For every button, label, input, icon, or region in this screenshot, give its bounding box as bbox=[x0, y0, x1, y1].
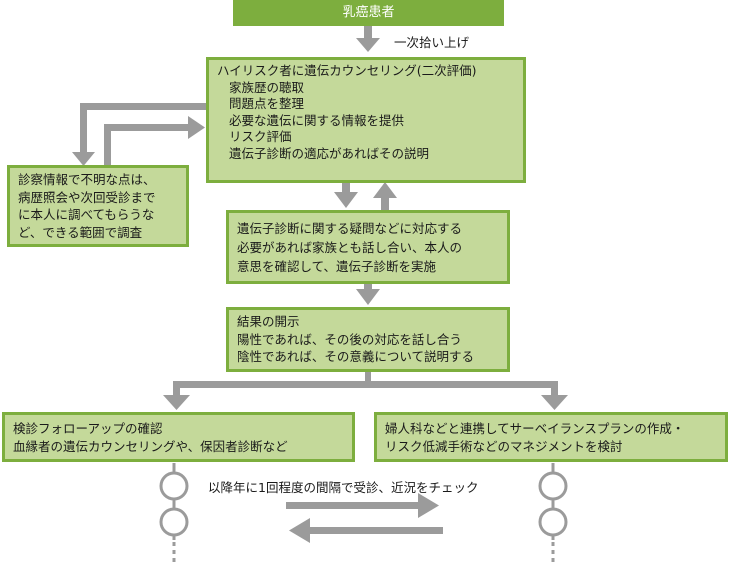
arrow-side-to-highrisk-v bbox=[104, 124, 111, 165]
timeline-right-node-1 bbox=[538, 471, 568, 501]
first-pick-label: 一次拾い上げ bbox=[394, 35, 470, 50]
genetic-test-line: 意思を確認して、遺伝子診断を実施 bbox=[237, 259, 437, 274]
positive-branch-box: 婦人科などと連携してサーベイランスプランの作成・ リスク低減手術などのマネジメン… bbox=[374, 412, 728, 462]
high-risk-item: 遺伝子診断の適応があればその説明 bbox=[229, 145, 430, 161]
side-line: 診察情報で不明な点は、 bbox=[18, 172, 156, 187]
timeline-left-node-2 bbox=[159, 507, 189, 537]
timeline-right-node-2 bbox=[538, 507, 568, 537]
followup-arrow-right-shaft bbox=[286, 502, 421, 509]
negative-branch-line: 血縁者の遺伝カウンセリングや、保因者診断など bbox=[13, 439, 288, 454]
arrow-highrisk-to-test-head bbox=[334, 192, 358, 208]
genetic-test-box: 遺伝子診断に関する疑問などに対応する 必要があれば家族とも話し合い、本人の 意思… bbox=[226, 210, 510, 284]
followup-label: 以降年に1回程度の間隔で受診、近況をチェック bbox=[208, 480, 479, 495]
result-line: 陽性であれば、その後の対応を話し合う bbox=[237, 331, 462, 347]
result-line: 結果の開示 bbox=[237, 314, 300, 329]
branch-right-head bbox=[541, 395, 568, 410]
followup-arrow-left-head bbox=[289, 518, 310, 543]
arrow-start-to-highrisk-head bbox=[356, 38, 380, 52]
high-risk-title: ハイリスク者に遺伝カウンセリング(二次評価) bbox=[217, 63, 477, 78]
arrow-start-to-highrisk-shaft bbox=[364, 26, 372, 40]
arrow-highrisk-to-test-shaft bbox=[342, 182, 350, 194]
negative-branch-line: 検診フォローアップの確認 bbox=[13, 421, 163, 436]
positive-branch-line: 婦人科などと連携してサーベイランスプランの作成・ bbox=[385, 421, 685, 436]
high-risk-item: リスク評価 bbox=[229, 129, 292, 144]
branch-right-drop bbox=[551, 381, 558, 399]
side-investigation-box: 診察情報で不明な点は、 病歴照会や次回受診まで に本人に調べてもらうな ど、でき… bbox=[7, 165, 189, 247]
arrow-test-to-highrisk-shaft bbox=[381, 196, 389, 210]
arrow-highrisk-to-side-v bbox=[80, 103, 87, 156]
genetic-test-line: 遺伝子診断に関する疑問などに対応する bbox=[237, 221, 463, 236]
arrow-test-to-result-head bbox=[356, 289, 380, 305]
arrow-side-to-highrisk-h bbox=[104, 124, 192, 131]
followup-arrow-right-head bbox=[418, 493, 439, 518]
side-line: ど、できる範囲で調査 bbox=[18, 224, 143, 240]
arrow-highrisk-to-side-h bbox=[80, 103, 207, 110]
side-line: に本人に調べてもらうな bbox=[18, 207, 155, 222]
high-risk-item: 家族歴の聴取 bbox=[229, 79, 305, 95]
high-risk-item: 問題点を整理 bbox=[229, 96, 305, 111]
arrow-test-to-highrisk-head bbox=[373, 182, 397, 198]
result-line: 陰性であれば、その意義について説明する bbox=[237, 349, 475, 364]
arrow-side-to-highrisk-head bbox=[188, 116, 205, 139]
branch-left-head bbox=[163, 395, 190, 410]
genetic-test-line: 必要があれば家族とも話し合い、本人の bbox=[237, 240, 463, 255]
high-risk-counseling-box: ハイリスク者に遺伝カウンセリング(二次評価) 家族歴の聴取 問題点を整理 必要な… bbox=[206, 57, 526, 183]
followup-arrow-left-shaft bbox=[308, 527, 443, 534]
start-node: 乳癌患者 bbox=[233, 0, 504, 26]
arrow-highrisk-to-side-head bbox=[72, 152, 95, 166]
positive-branch-line: リスク低減手術などのマネジメントを検討 bbox=[385, 439, 623, 454]
timeline-left-node-1 bbox=[159, 471, 189, 501]
arrow-test-to-result-shaft bbox=[364, 283, 372, 291]
side-line: 病歴照会や次回受診まで bbox=[18, 189, 156, 205]
branch-left-drop bbox=[173, 381, 180, 399]
high-risk-item: 必要な遺伝に関する情報を提供 bbox=[229, 112, 405, 128]
branch-stem bbox=[365, 371, 371, 384]
result-disclosure-box: 結果の開示 陽性であれば、その後の対応を話し合う 陰性であれば、その意義について… bbox=[226, 307, 510, 372]
branch-bar bbox=[173, 381, 558, 388]
negative-branch-box: 検診フォローアップの確認 血縁者の遺伝カウンセリングや、保因者診断など bbox=[2, 412, 355, 462]
